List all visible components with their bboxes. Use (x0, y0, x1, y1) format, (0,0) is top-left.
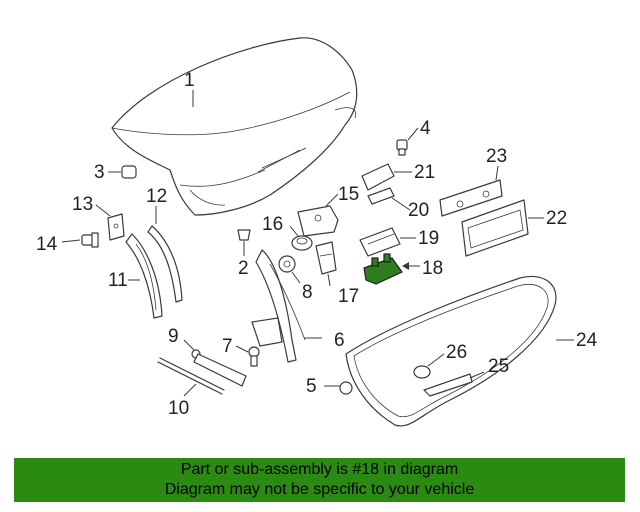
part-21-handle (361, 163, 395, 191)
part-10-gas-strut (157, 353, 247, 395)
part-25-striker-plate (423, 373, 473, 397)
callout-4: 4 (420, 118, 431, 139)
part-8-nut (278, 255, 296, 273)
leader-9 (183, 339, 195, 351)
banner-part-line: Part or sub-assembly is #18 in diagram (180, 461, 459, 478)
part-24-weatherstrip (345, 276, 557, 427)
callout-25: 25 (488, 356, 509, 377)
part-15-lock (297, 205, 339, 237)
part-7-bolt (248, 346, 260, 367)
leader-18-arrowhead (402, 262, 409, 270)
callout-3: 3 (94, 162, 105, 183)
part-3-bumper (121, 165, 137, 179)
leader-20 (391, 197, 411, 211)
part-6-hinge (251, 249, 306, 363)
leader-17 (327, 273, 331, 287)
callout-8: 8 (302, 282, 313, 303)
callout-16: 16 (262, 214, 283, 235)
banner-disclaimer-line: Diagram may not be specific to your vehi… (164, 481, 475, 498)
callout-11: 11 (108, 270, 128, 291)
part-18-highlighted[interactable] (363, 253, 403, 285)
callout-20: 20 (408, 200, 429, 221)
trunk-lid (111, 37, 358, 216)
part-17-striker (315, 241, 337, 275)
part-23-emblem (439, 179, 503, 217)
part-14-fastener (81, 232, 99, 248)
part-12-seal (147, 225, 183, 303)
info-banner: Part or sub-assembly is #18 in diagram D… (14, 458, 625, 502)
callout-15: 15 (338, 184, 359, 205)
leader-25 (469, 371, 485, 379)
callout-23: 23 (486, 146, 507, 167)
part-5-bumper (339, 381, 353, 395)
part-2-bumper (237, 229, 251, 241)
callout-26: 26 (446, 342, 467, 363)
callout-5: 5 (306, 376, 317, 397)
leader-8 (291, 271, 301, 284)
callout-18: 18 (422, 258, 443, 279)
exploded-parts-diagram: 1 2 3 4 5 6 7 8 9 10 11 12 13 14 15 16 1… (36, 37, 598, 427)
part-13-bracket (107, 213, 125, 241)
callout-9: 9 (168, 326, 179, 347)
part-22-plate-bracket (461, 199, 529, 257)
callout-12: 12 (146, 186, 167, 207)
part-20-lamp-lens (367, 187, 395, 205)
part-4-clip (396, 139, 408, 156)
leader-4 (407, 127, 419, 141)
leader-23 (495, 165, 499, 181)
callout-1: 1 (184, 70, 195, 91)
callout-2: 2 (238, 258, 249, 279)
leader-14 (61, 239, 81, 243)
leader-7 (235, 345, 249, 353)
leader-16 (289, 225, 299, 237)
callout-14: 14 (36, 234, 58, 255)
callout-17: 17 (338, 286, 359, 307)
callout-19: 19 (418, 228, 439, 249)
callout-6: 6 (334, 330, 345, 351)
part-19-lamp (359, 227, 401, 257)
callout-10: 10 (168, 398, 189, 419)
leader-13 (95, 204, 111, 217)
leader-26 (427, 353, 445, 367)
callout-13: 13 (72, 194, 93, 215)
part-16-grommet (291, 235, 313, 251)
callout-22: 22 (546, 208, 567, 229)
part-26-nut (413, 365, 431, 379)
callout-24: 24 (576, 330, 598, 351)
callout-21: 21 (414, 162, 435, 183)
leader-10 (183, 383, 197, 397)
leader-15 (325, 193, 339, 207)
callout-7: 7 (222, 336, 233, 357)
part-11-trim (125, 233, 163, 319)
